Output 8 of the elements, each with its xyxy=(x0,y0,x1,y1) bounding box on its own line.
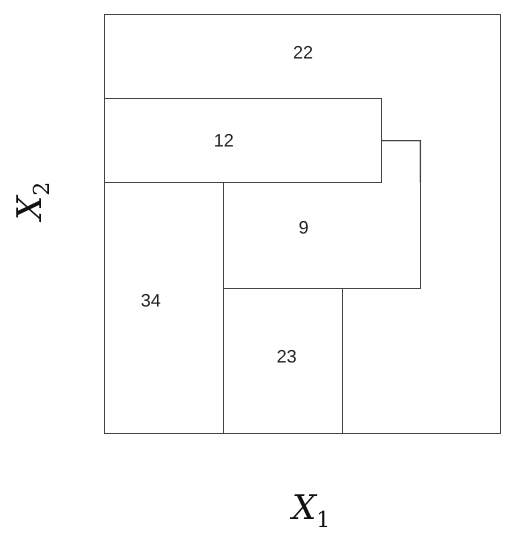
region-count: 34 xyxy=(140,290,161,312)
region-count: 22 xyxy=(292,42,314,64)
region-count: 12 xyxy=(214,130,234,152)
x-axis-label: X$_{1}$ xyxy=(292,488,330,533)
region-count: 9 xyxy=(298,217,309,238)
region-count: 23 xyxy=(276,346,297,368)
region-box xyxy=(104,14,501,434)
region-box xyxy=(104,98,382,183)
